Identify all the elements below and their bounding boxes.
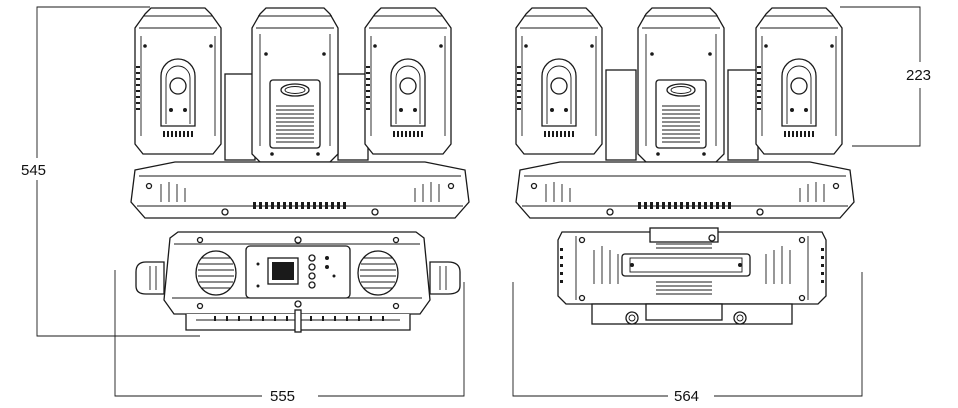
side-head-center	[637, 7, 725, 163]
vent-left	[195, 250, 237, 296]
side-base-housing	[515, 161, 855, 219]
side-width-dim-right	[714, 272, 863, 397]
yoke-arm-left	[224, 73, 256, 161]
bottom-screw	[294, 300, 302, 308]
head-height-dim-bottom	[852, 88, 921, 147]
side-width-label: 564	[674, 388, 699, 405]
head-left	[134, 7, 222, 155]
vent-right	[357, 250, 399, 296]
front-width-dim-left	[114, 270, 262, 397]
head-height-dim-top	[840, 6, 921, 62]
enter-button[interactable]	[308, 281, 316, 289]
handle-right[interactable]	[429, 261, 461, 295]
indicator-led-1	[325, 256, 329, 260]
side-yoke-right	[727, 69, 759, 161]
head-center	[251, 7, 339, 163]
safety-eyelet	[294, 309, 302, 333]
menu-button[interactable]	[308, 254, 316, 262]
yoke-arm-right	[337, 73, 369, 161]
side-head-left	[515, 7, 603, 155]
height-dimension-label: 545	[21, 162, 46, 179]
side-view: 223	[512, 6, 931, 405]
up-button[interactable]	[308, 263, 316, 271]
indicator-led-2	[325, 265, 329, 269]
head-right	[364, 7, 452, 155]
carry-bar-top	[649, 227, 719, 243]
side-head-right	[755, 7, 843, 155]
side-yoke-left	[605, 69, 637, 161]
front-width-dim-right	[318, 282, 465, 397]
side-clamp-plate	[645, 303, 723, 321]
base-housing	[130, 161, 470, 219]
indicator-led-3	[332, 274, 336, 278]
display-screen-inner	[272, 262, 294, 280]
front-width-label: 555	[270, 388, 295, 405]
top-screw	[294, 236, 302, 244]
head-height-label: 223	[906, 67, 931, 84]
clamp-eye-left	[625, 311, 639, 325]
down-button[interactable]	[308, 272, 316, 280]
clamp-eye-right	[733, 311, 747, 325]
side-width-dim-left	[512, 282, 668, 397]
front-view: 545	[18, 6, 470, 405]
carry-handle[interactable]	[621, 253, 751, 277]
